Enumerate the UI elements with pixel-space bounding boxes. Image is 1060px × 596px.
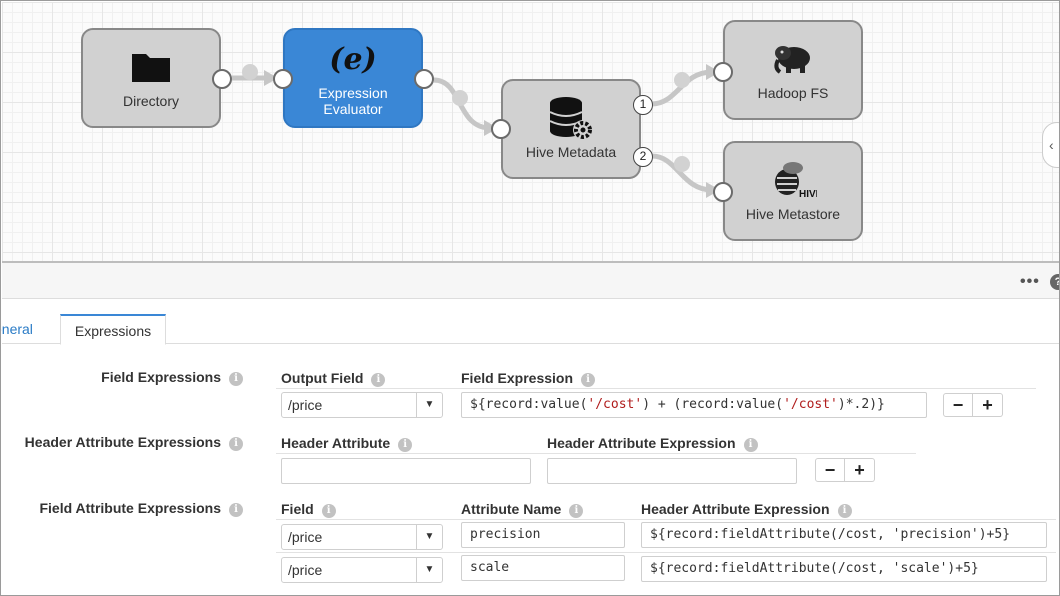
remove-row-button[interactable]: − (943, 393, 973, 417)
remove-row-button[interactable]: − (815, 458, 845, 482)
help-icon[interactable]: ? (1050, 274, 1059, 290)
add-row-button[interactable]: + (845, 458, 875, 482)
link-hivemetadata-metastore (651, 153, 713, 193)
hadoop-elephant-icon (770, 39, 816, 79)
info-icon[interactable]: i (229, 372, 243, 386)
info-icon[interactable]: i (229, 503, 243, 517)
svg-text:HIVE: HIVE (799, 189, 817, 200)
input-port[interactable] (273, 69, 293, 89)
info-icon[interactable]: i (371, 373, 386, 387)
output-port-2[interactable]: 2 (633, 147, 653, 167)
canvas-divider (2, 261, 1059, 263)
folder-icon (131, 47, 171, 87)
field-select[interactable]: /price▼ (281, 557, 443, 583)
header-attribute-input[interactable] (281, 458, 531, 484)
stage-label: Expression Evaluator (318, 85, 388, 117)
output-port-1[interactable]: 1 (633, 95, 653, 115)
stage-label: Hive Metastore (745, 206, 841, 222)
attribute-name-input[interactable]: scale (461, 555, 625, 581)
info-icon[interactable]: i (229, 437, 243, 451)
input-port[interactable] (713, 182, 733, 202)
info-icon[interactable]: i (837, 504, 852, 518)
output-field-select[interactable]: /price▼ (281, 392, 443, 418)
more-options-icon[interactable]: ••• (1020, 273, 1040, 290)
divider (276, 552, 1056, 553)
input-port[interactable] (713, 62, 733, 82)
field-attribute-expression-input[interactable]: ${record:fieldAttribute(/cost, 'scale')+… (641, 556, 1047, 582)
hive-bee-icon: HIVE (769, 160, 817, 200)
config-tabs: eneral Expressions (1, 314, 1059, 345)
add-row-button[interactable]: + (973, 393, 1003, 417)
stage-label: Hadoop FS (757, 85, 829, 101)
divider (276, 453, 916, 454)
stage-expression-evaluator[interactable]: (e) Expression Evaluator (283, 28, 423, 128)
expression-icon: (e) (329, 41, 377, 77)
stage-label: Hive Metadata (525, 144, 617, 160)
record-markers (242, 64, 690, 172)
field-select[interactable]: /price▼ (281, 524, 443, 550)
caret-down-icon: ▼ (416, 393, 442, 417)
caret-down-icon: ▼ (416, 558, 442, 582)
divider (276, 388, 1036, 389)
link-arrow-1 (264, 70, 278, 86)
attribute-name-input[interactable]: precision (461, 522, 625, 548)
database-gear-icon (548, 97, 594, 140)
field-attribute-expression-input[interactable]: ${record:fieldAttribute(/cost, 'precisio… (641, 522, 1047, 548)
stage-label: Directory (122, 93, 179, 109)
field-expression-input[interactable]: ${record:value('/cost') + (record:value(… (461, 392, 927, 418)
stage-directory[interactable]: Directory (81, 28, 221, 128)
info-icon[interactable]: i (743, 438, 758, 452)
panel-toolbar: ••• ? (2, 263, 1059, 299)
output-port[interactable] (212, 69, 232, 89)
info-icon[interactable]: i (398, 438, 413, 452)
chevron-left-icon: ‹ (1049, 137, 1054, 153)
stage-hadoop-fs[interactable]: Hadoop FS (723, 20, 863, 120)
collapse-panel-button[interactable]: ‹ (1042, 122, 1059, 168)
pipeline-canvas[interactable]: Directory (e) Expression Evaluator (2, 2, 1059, 261)
info-icon[interactable]: i (569, 504, 584, 518)
stage-hive-metadata[interactable]: Hive Metadata (501, 79, 641, 179)
output-port[interactable] (414, 69, 434, 89)
info-icon[interactable]: i (321, 504, 336, 518)
header-attribute-expression-input[interactable] (547, 458, 797, 484)
input-port[interactable] (491, 119, 511, 139)
tab-general[interactable]: eneral (1, 321, 33, 337)
info-icon[interactable]: i (581, 373, 596, 387)
tab-expressions[interactable]: Expressions (60, 314, 166, 345)
link-hivemetadata-hadoop (651, 69, 713, 107)
caret-down-icon: ▼ (416, 525, 442, 549)
stage-hive-metastore[interactable]: HIVE Hive Metastore (723, 141, 863, 241)
divider (276, 519, 1056, 520)
